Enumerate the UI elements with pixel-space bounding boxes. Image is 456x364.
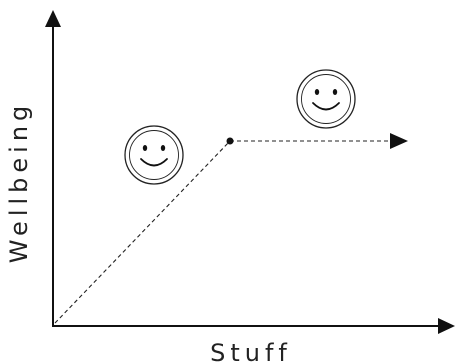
smiley-face-icon xyxy=(296,69,356,129)
smiley-face-icon xyxy=(124,125,184,185)
x-axis-label: Stuff xyxy=(210,339,292,364)
y-axis-label: Wellbeing xyxy=(5,101,33,264)
rising-dashed-line xyxy=(54,140,231,324)
plateau-arrow-icon xyxy=(390,133,408,149)
turning-point-dot xyxy=(226,137,234,145)
y-axis-arrow-icon xyxy=(45,10,61,27)
x-axis-arrow-icon xyxy=(438,318,455,334)
